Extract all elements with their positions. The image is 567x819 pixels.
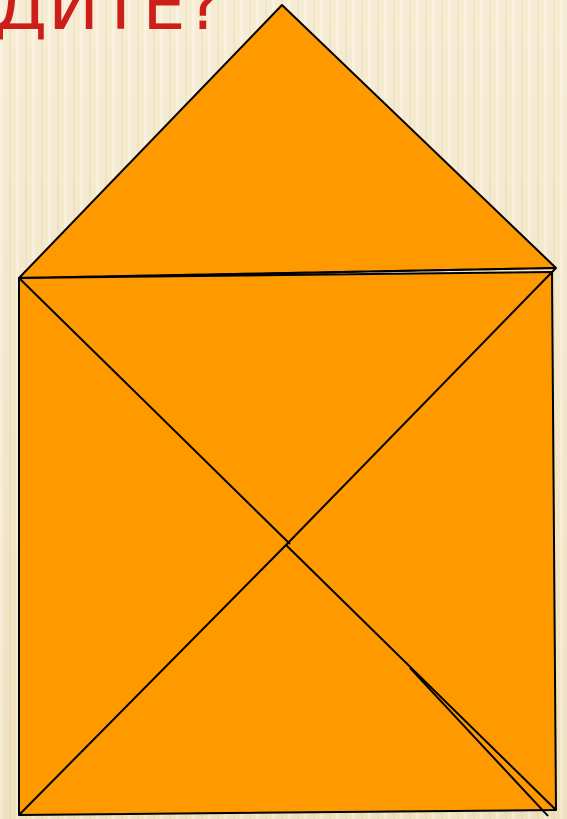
roof-triangle [19,5,556,278]
